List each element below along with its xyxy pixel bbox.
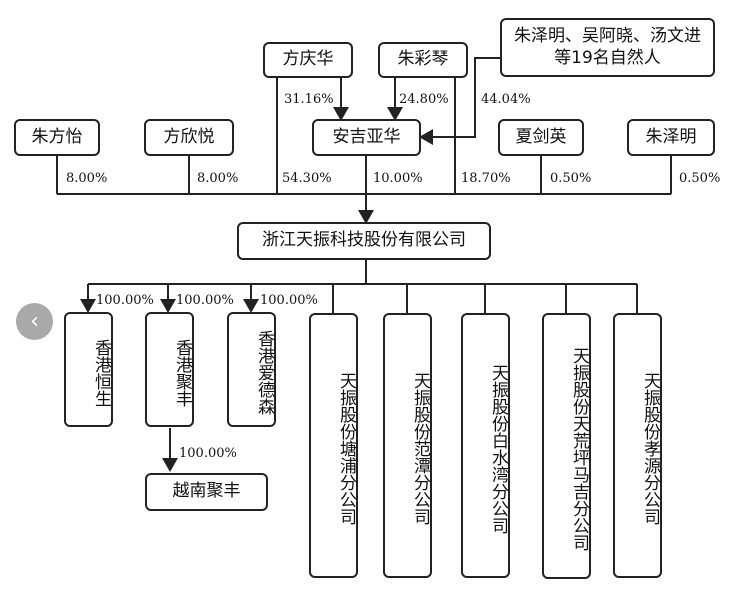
pct-qinghua-company: 54.30% xyxy=(282,171,332,186)
subsidiary-vietnam-jufeng: 越南聚丰 xyxy=(145,473,268,511)
pct-persons-anji: 44.04% xyxy=(481,92,531,107)
shareholder-zhu-zeming: 朱泽明 xyxy=(627,119,715,156)
branch-baishuiwan: 天振股份白水湾分公司 xyxy=(461,313,510,578)
pct-qinghua-anji: 31.16% xyxy=(284,92,334,107)
pct-company-aidesen: 100.00% xyxy=(260,293,318,308)
shareholder-zhu-caiqin: 朱彩琴 xyxy=(378,42,468,78)
subsidiary-hk-hengsheng: 香港恒生 xyxy=(64,312,113,427)
company-tianzhen: 浙江天振科技股份有限公司 xyxy=(237,222,491,260)
pct-anji-company: 10.00% xyxy=(373,171,423,186)
pct-fangyi-company: 8.00% xyxy=(66,171,108,186)
pct-jianying-company: 0.50% xyxy=(550,171,592,186)
shareholder-anji-yahua: 安吉亚华 xyxy=(312,119,421,156)
pct-company-jufeng: 100.00% xyxy=(176,293,234,308)
pct-caiqin-company: 18.70% xyxy=(461,171,511,186)
branch-tianhuangping-maji: 天振股份天荒坪马吉分公司 xyxy=(542,313,591,579)
pct-caiqin-anji: 24.80% xyxy=(399,92,449,107)
shareholder-zhu-fangyi: 朱方怡 xyxy=(14,119,100,156)
branch-xiaoyuan: 天振股份孝源分公司 xyxy=(613,313,662,578)
shareholder-fang-xinyue: 方欣悦 xyxy=(144,119,234,156)
pct-company-hengsheng: 100.00% xyxy=(96,293,154,308)
shareholder-xia-jianying: 夏剑英 xyxy=(498,119,584,156)
pct-jufeng-vietnam: 100.00% xyxy=(179,446,237,461)
chevron-left-icon[interactable]: ‹ xyxy=(16,303,53,340)
pct-zeming-company: 0.50% xyxy=(679,171,721,186)
shareholder-fang-qinghua: 方庆华 xyxy=(263,42,353,78)
shareholder-natural-persons: 朱泽明、吴阿晓、汤文进等19名自然人 xyxy=(500,18,715,77)
subsidiary-hk-aidesen: 香港爱德森 xyxy=(227,312,276,427)
branch-tangpu: 天振股份塘浦分公司 xyxy=(309,313,358,578)
subsidiary-hk-jufeng: 香港聚丰 xyxy=(145,312,194,427)
branch-fantan: 天振股份范潭分公司 xyxy=(383,313,432,578)
pct-xinyue-company: 8.00% xyxy=(197,171,239,186)
